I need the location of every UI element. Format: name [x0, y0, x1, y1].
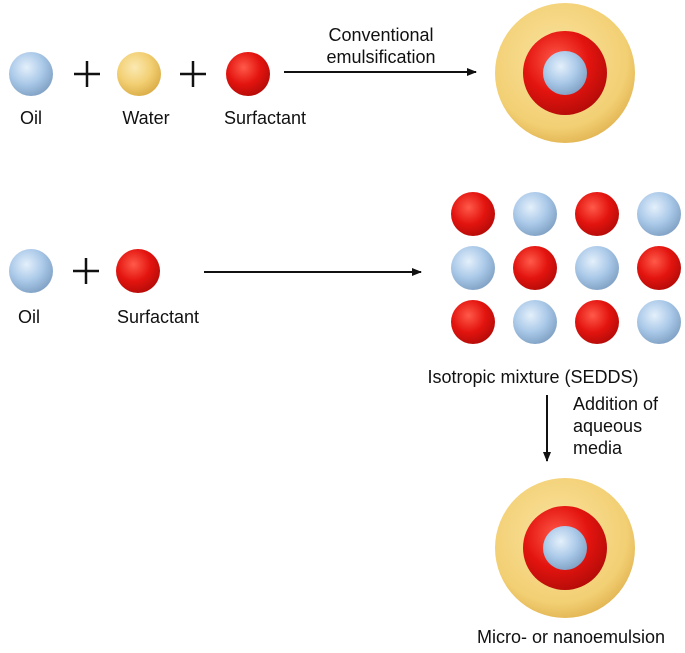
surfactant-label: Surfactant: [117, 307, 199, 327]
oil-label: Oil: [20, 108, 42, 128]
mixture-surfactant-droplet: [637, 246, 681, 290]
addition-label-line-2: aqueous: [573, 416, 642, 436]
mixture-label: Isotropic mixture (SEDDS): [427, 367, 638, 387]
surfactant-droplet: [226, 52, 270, 96]
addition-label-line-1: Addition of: [573, 394, 659, 414]
water-droplet: [117, 52, 161, 96]
mixture-surfactant-droplet: [451, 192, 495, 236]
conventional-emulsion-droplet: [495, 3, 635, 143]
oil-droplet: [9, 52, 53, 96]
mixture-surfactant-droplet: [451, 300, 495, 344]
mixture-surfactant-droplet: [575, 192, 619, 236]
plus-sign: [74, 61, 100, 87]
mixture-oil-droplet: [451, 246, 495, 290]
mixture-surfactant-droplet: [513, 246, 557, 290]
plus-sign: [73, 258, 99, 284]
oil-label: Oil: [18, 307, 40, 327]
mixture-oil-droplet: [513, 300, 557, 344]
addition-label-line-3: media: [573, 438, 623, 458]
result-label: Micro- or nanoemulsion: [477, 627, 665, 647]
mixture-oil-droplet: [575, 246, 619, 290]
arrow-label-line-1: Conventional: [328, 25, 433, 45]
water-label: Water: [122, 108, 169, 128]
isotropic-mixture-grid: [451, 192, 681, 344]
mixture-surfactant-droplet: [575, 300, 619, 344]
arrow-label-line-2: emulsification: [326, 47, 435, 67]
oil-droplet: [9, 249, 53, 293]
mixture-oil-droplet: [513, 192, 557, 236]
plus-sign: [180, 61, 206, 87]
nanoemulsion-droplet: [495, 478, 635, 618]
mixture-oil-droplet: [637, 300, 681, 344]
surfactant-label: Surfactant: [224, 108, 306, 128]
mixture-oil-droplet: [637, 192, 681, 236]
surfactant-droplet: [116, 249, 160, 293]
